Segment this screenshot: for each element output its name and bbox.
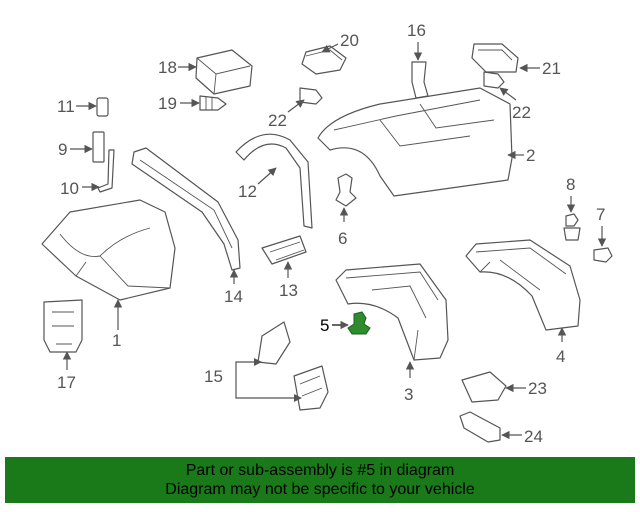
callout-22-right: 22 (499, 87, 531, 122)
part-22-socket-right[interactable] (483, 71, 505, 89)
svg-text:2: 2 (526, 146, 535, 165)
part-3-center-fender[interactable] (335, 263, 449, 361)
svg-text:8: 8 (566, 175, 575, 194)
part-1-wheelhouse-liner[interactable] (41, 199, 176, 301)
svg-text:11: 11 (57, 97, 75, 116)
svg-text:6: 6 (338, 229, 347, 248)
callout-24: 24 (501, 427, 543, 446)
callout-21: 21 (519, 59, 561, 78)
svg-text:14: 14 (224, 287, 243, 306)
svg-text:17: 17 (57, 373, 76, 392)
svg-text:24: 24 (524, 427, 543, 446)
callout-1: 1 (112, 299, 123, 350)
svg-text:16: 16 (407, 21, 426, 40)
callout-6: 6 (338, 207, 349, 248)
svg-text:23: 23 (528, 379, 547, 398)
part-22-socket-left[interactable] (299, 87, 323, 105)
svg-text:10: 10 (60, 179, 79, 198)
info-banner: Part or sub-assembly is #5 in diagram Di… (5, 457, 635, 503)
svg-text:19: 19 (158, 94, 177, 113)
callout-12: 12 (238, 167, 277, 201)
callout-4: 4 (556, 327, 567, 366)
svg-text:7: 7 (596, 205, 605, 224)
part-9-bracket[interactable] (92, 131, 105, 163)
svg-text:9: 9 (58, 140, 67, 159)
callout-23: 23 (505, 379, 547, 398)
part-8-pin[interactable] (563, 213, 581, 241)
callout-3: 3 (404, 361, 415, 404)
svg-text:21: 21 (542, 59, 561, 78)
part-16-clip[interactable] (411, 61, 429, 99)
svg-text:22: 22 (268, 111, 287, 130)
part-11-clip[interactable] (96, 97, 109, 117)
svg-text:4: 4 (556, 347, 565, 366)
callout-9: 9 (58, 140, 93, 159)
part-18-lamp-housing[interactable] (195, 49, 253, 95)
part-6-bolt[interactable] (335, 173, 357, 207)
svg-text:15: 15 (204, 367, 223, 386)
parts-diagram: 18 19 11 9 10 1 (41, 21, 613, 446)
callout-5: 5 (320, 316, 349, 335)
svg-text:3: 3 (404, 385, 413, 404)
callout-22-left: 22 (268, 99, 305, 130)
banner-line-disclaimer: Diagram may not be specific to your vehi… (165, 481, 475, 498)
part-2-outer-fender[interactable] (317, 87, 513, 197)
callout-19: 19 (158, 94, 200, 113)
callout-16: 16 (407, 21, 426, 61)
callout-17: 17 (57, 351, 76, 392)
svg-text:12: 12 (238, 182, 257, 201)
svg-text:20: 20 (340, 31, 359, 50)
part-13-mount-bracket[interactable] (261, 235, 307, 265)
part-12-arch-trim[interactable] (235, 133, 313, 229)
callout-2: 2 (507, 146, 535, 165)
banner-line-part: Part or sub-assembly is #5 in diagram (185, 462, 455, 479)
part-7-cap[interactable] (593, 247, 613, 263)
part-17-bracket[interactable] (43, 299, 83, 353)
callout-18: 18 (158, 58, 197, 77)
part-19-bulb[interactable] (199, 95, 227, 111)
part-15-trim-lower[interactable] (293, 365, 329, 411)
callout-13: 13 (279, 261, 298, 300)
svg-text:1: 1 (112, 331, 121, 350)
callout-10: 10 (60, 179, 100, 198)
callout-14: 14 (224, 269, 243, 306)
callout-20: 20 (321, 31, 359, 53)
svg-text:18: 18 (158, 58, 177, 77)
part-10-strip[interactable] (97, 149, 115, 193)
part-23-pad[interactable] (461, 371, 507, 403)
part-4-rear-fender[interactable] (465, 239, 581, 331)
svg-text:13: 13 (279, 281, 298, 300)
part-21-lamp[interactable] (471, 43, 519, 73)
part-5-push-clip-highlighted[interactable] (347, 311, 371, 335)
svg-text:5: 5 (320, 316, 329, 335)
callout-8: 8 (566, 175, 575, 213)
callout-11: 11 (57, 97, 97, 116)
svg-text:22: 22 (512, 103, 531, 122)
part-14-rail[interactable] (131, 147, 241, 271)
part-24-bracket[interactable] (459, 411, 501, 443)
callout-7: 7 (596, 205, 607, 247)
part-15-trim-upper[interactable] (257, 321, 291, 365)
part-20-marker-lamp[interactable] (301, 45, 347, 75)
callout-15: 15 (204, 358, 302, 402)
